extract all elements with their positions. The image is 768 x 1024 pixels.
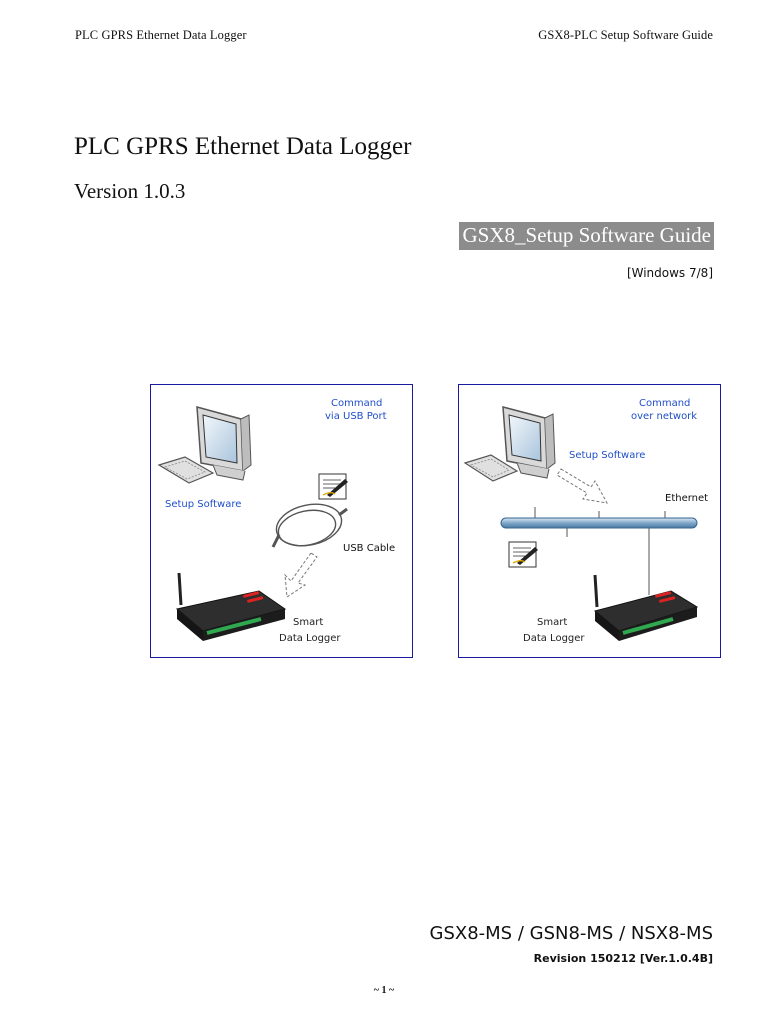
usb-direction-arrow — [284, 552, 318, 598]
data-logger-device-icon — [593, 574, 699, 641]
usb-cable-label: USB Cable — [343, 543, 395, 554]
network-connection-diagram: Command over network Setup Software Ethe… — [458, 384, 721, 658]
computer-icon — [463, 406, 556, 482]
setup-software-label: Setup Software — [165, 499, 241, 510]
guide-title-banner: GSX8_Setup Software Guide — [458, 222, 714, 250]
os-compatibility: [Windows 7/8] — [626, 266, 713, 280]
ethernet-label: Ethernet — [665, 493, 708, 504]
device-label-line1: Smart — [537, 617, 567, 628]
network-caption-line1: Command — [639, 398, 690, 409]
usb-caption-line2: via USB Port — [325, 411, 387, 422]
network-direction-arrow — [556, 468, 608, 504]
setup-software-label: Setup Software — [569, 450, 645, 461]
usb-caption-line1: Command — [331, 398, 382, 409]
running-header-right: GSX8-PLC Setup Software Guide — [538, 28, 713, 42]
device-label-line1: Smart — [293, 617, 323, 628]
edit-document-icon — [318, 473, 348, 500]
device-label-line2: Data Logger — [279, 633, 341, 644]
usb-connection-diagram: Setup Software Command via USB Port USB … — [150, 384, 413, 658]
ethernet-bus — [500, 507, 698, 595]
network-caption-line2: over network — [631, 411, 697, 422]
running-header-left: PLC GPRS Ethernet Data Logger — [75, 28, 247, 42]
edit-document-icon — [508, 541, 538, 568]
document-version: Version 1.0.3 — [74, 179, 186, 203]
device-label-line2: Data Logger — [523, 633, 585, 644]
data-logger-device-icon — [175, 572, 287, 641]
page-number: ~ 1 ~ — [373, 985, 395, 996]
revision-info: Revision 150212 [Ver.1.0.4B] — [533, 952, 713, 965]
supported-models: GSX8-MS / GSN8-MS / NSX8-MS — [429, 923, 714, 944]
document-title: PLC GPRS Ethernet Data Logger — [74, 133, 412, 160]
usb-cable-icon — [271, 503, 348, 548]
computer-icon — [157, 405, 252, 484]
